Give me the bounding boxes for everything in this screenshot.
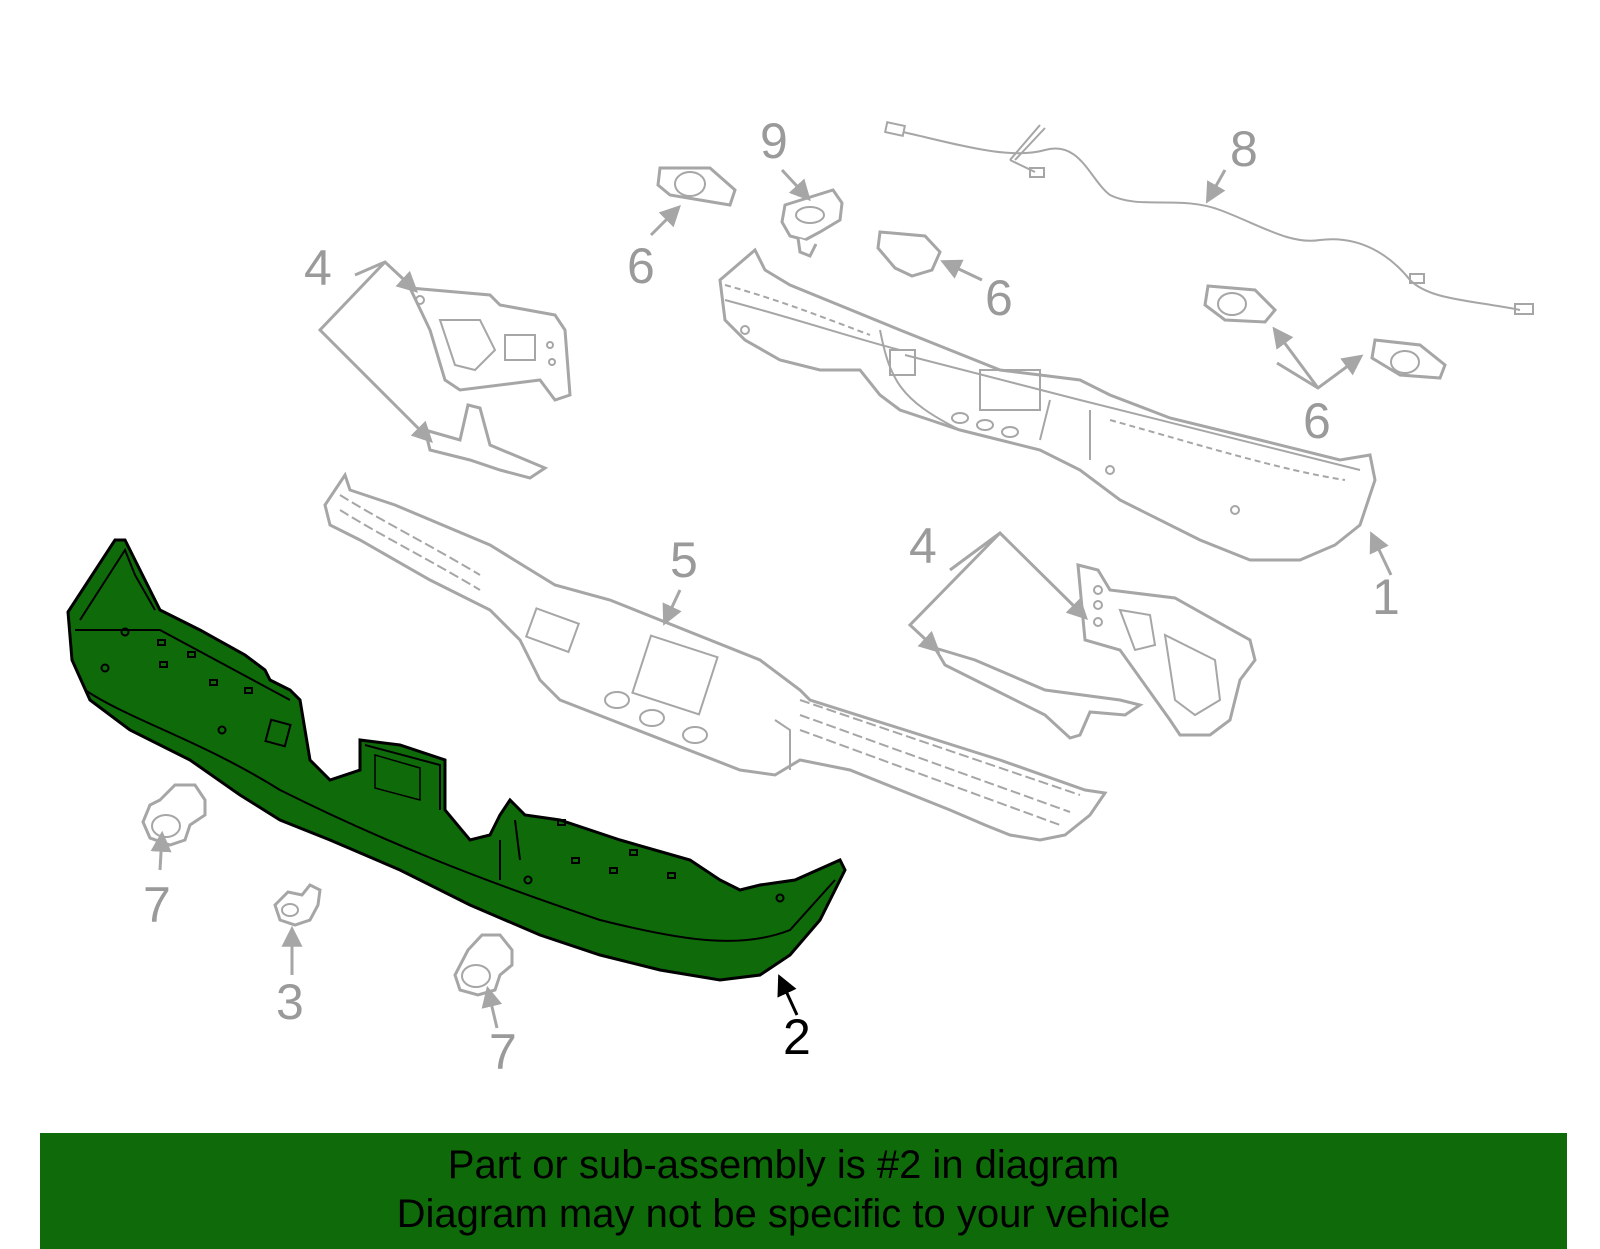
step-pad-part-5 — [323, 471, 1108, 842]
caption-line-2: Diagram may not be specific to your vehi… — [396, 1192, 1171, 1236]
callout-3: 3 — [276, 974, 304, 1030]
mount-bracket-part-4-lower-right — [931, 645, 1144, 740]
clip-part-7-a — [141, 783, 207, 847]
callout-6-right: 6 — [1303, 393, 1331, 449]
caption-line-1: Part or sub-assembly is #2 in diagram — [447, 1143, 1120, 1187]
park-sensor-part-6-d — [1370, 338, 1447, 380]
callout-4-right: 4 — [909, 518, 937, 574]
park-sensor-part-6-b — [876, 230, 942, 278]
mount-bracket-part-4-lower-left — [422, 403, 549, 480]
park-sensor-part-6-a — [656, 166, 737, 207]
caption-banner: Part or sub-assembly is #2 in diagram Di… — [40, 1133, 1567, 1249]
fastener-part-3 — [273, 883, 322, 927]
clip-part-7-b — [453, 933, 514, 997]
callout-8: 8 — [1230, 121, 1258, 177]
park-sensor-part-6-c — [1203, 284, 1278, 324]
callout-5: 5 — [670, 532, 698, 588]
mount-bracket-part-4-right — [1076, 563, 1257, 737]
callout-6-left: 6 — [627, 238, 655, 294]
callout-4-upper: 4 — [304, 240, 332, 296]
callout-7-right: 7 — [489, 1024, 517, 1080]
callout-7-left: 7 — [143, 877, 171, 933]
rear-bumper-part-1 — [718, 247, 1377, 562]
callout-9: 9 — [760, 113, 788, 169]
mount-bracket-part-4-upper — [407, 286, 572, 402]
callout-1: 1 — [1372, 569, 1400, 625]
wiring-harness-part-8 — [883, 121, 1534, 315]
callout-2: 2 — [783, 1009, 811, 1065]
rear-bumper-fascia-part-2-highlighted — [66, 538, 847, 982]
leader-lines — [150, 168, 1393, 1029]
sensor-mount-part-9 — [780, 188, 844, 258]
callout-6-middle: 6 — [985, 270, 1013, 326]
